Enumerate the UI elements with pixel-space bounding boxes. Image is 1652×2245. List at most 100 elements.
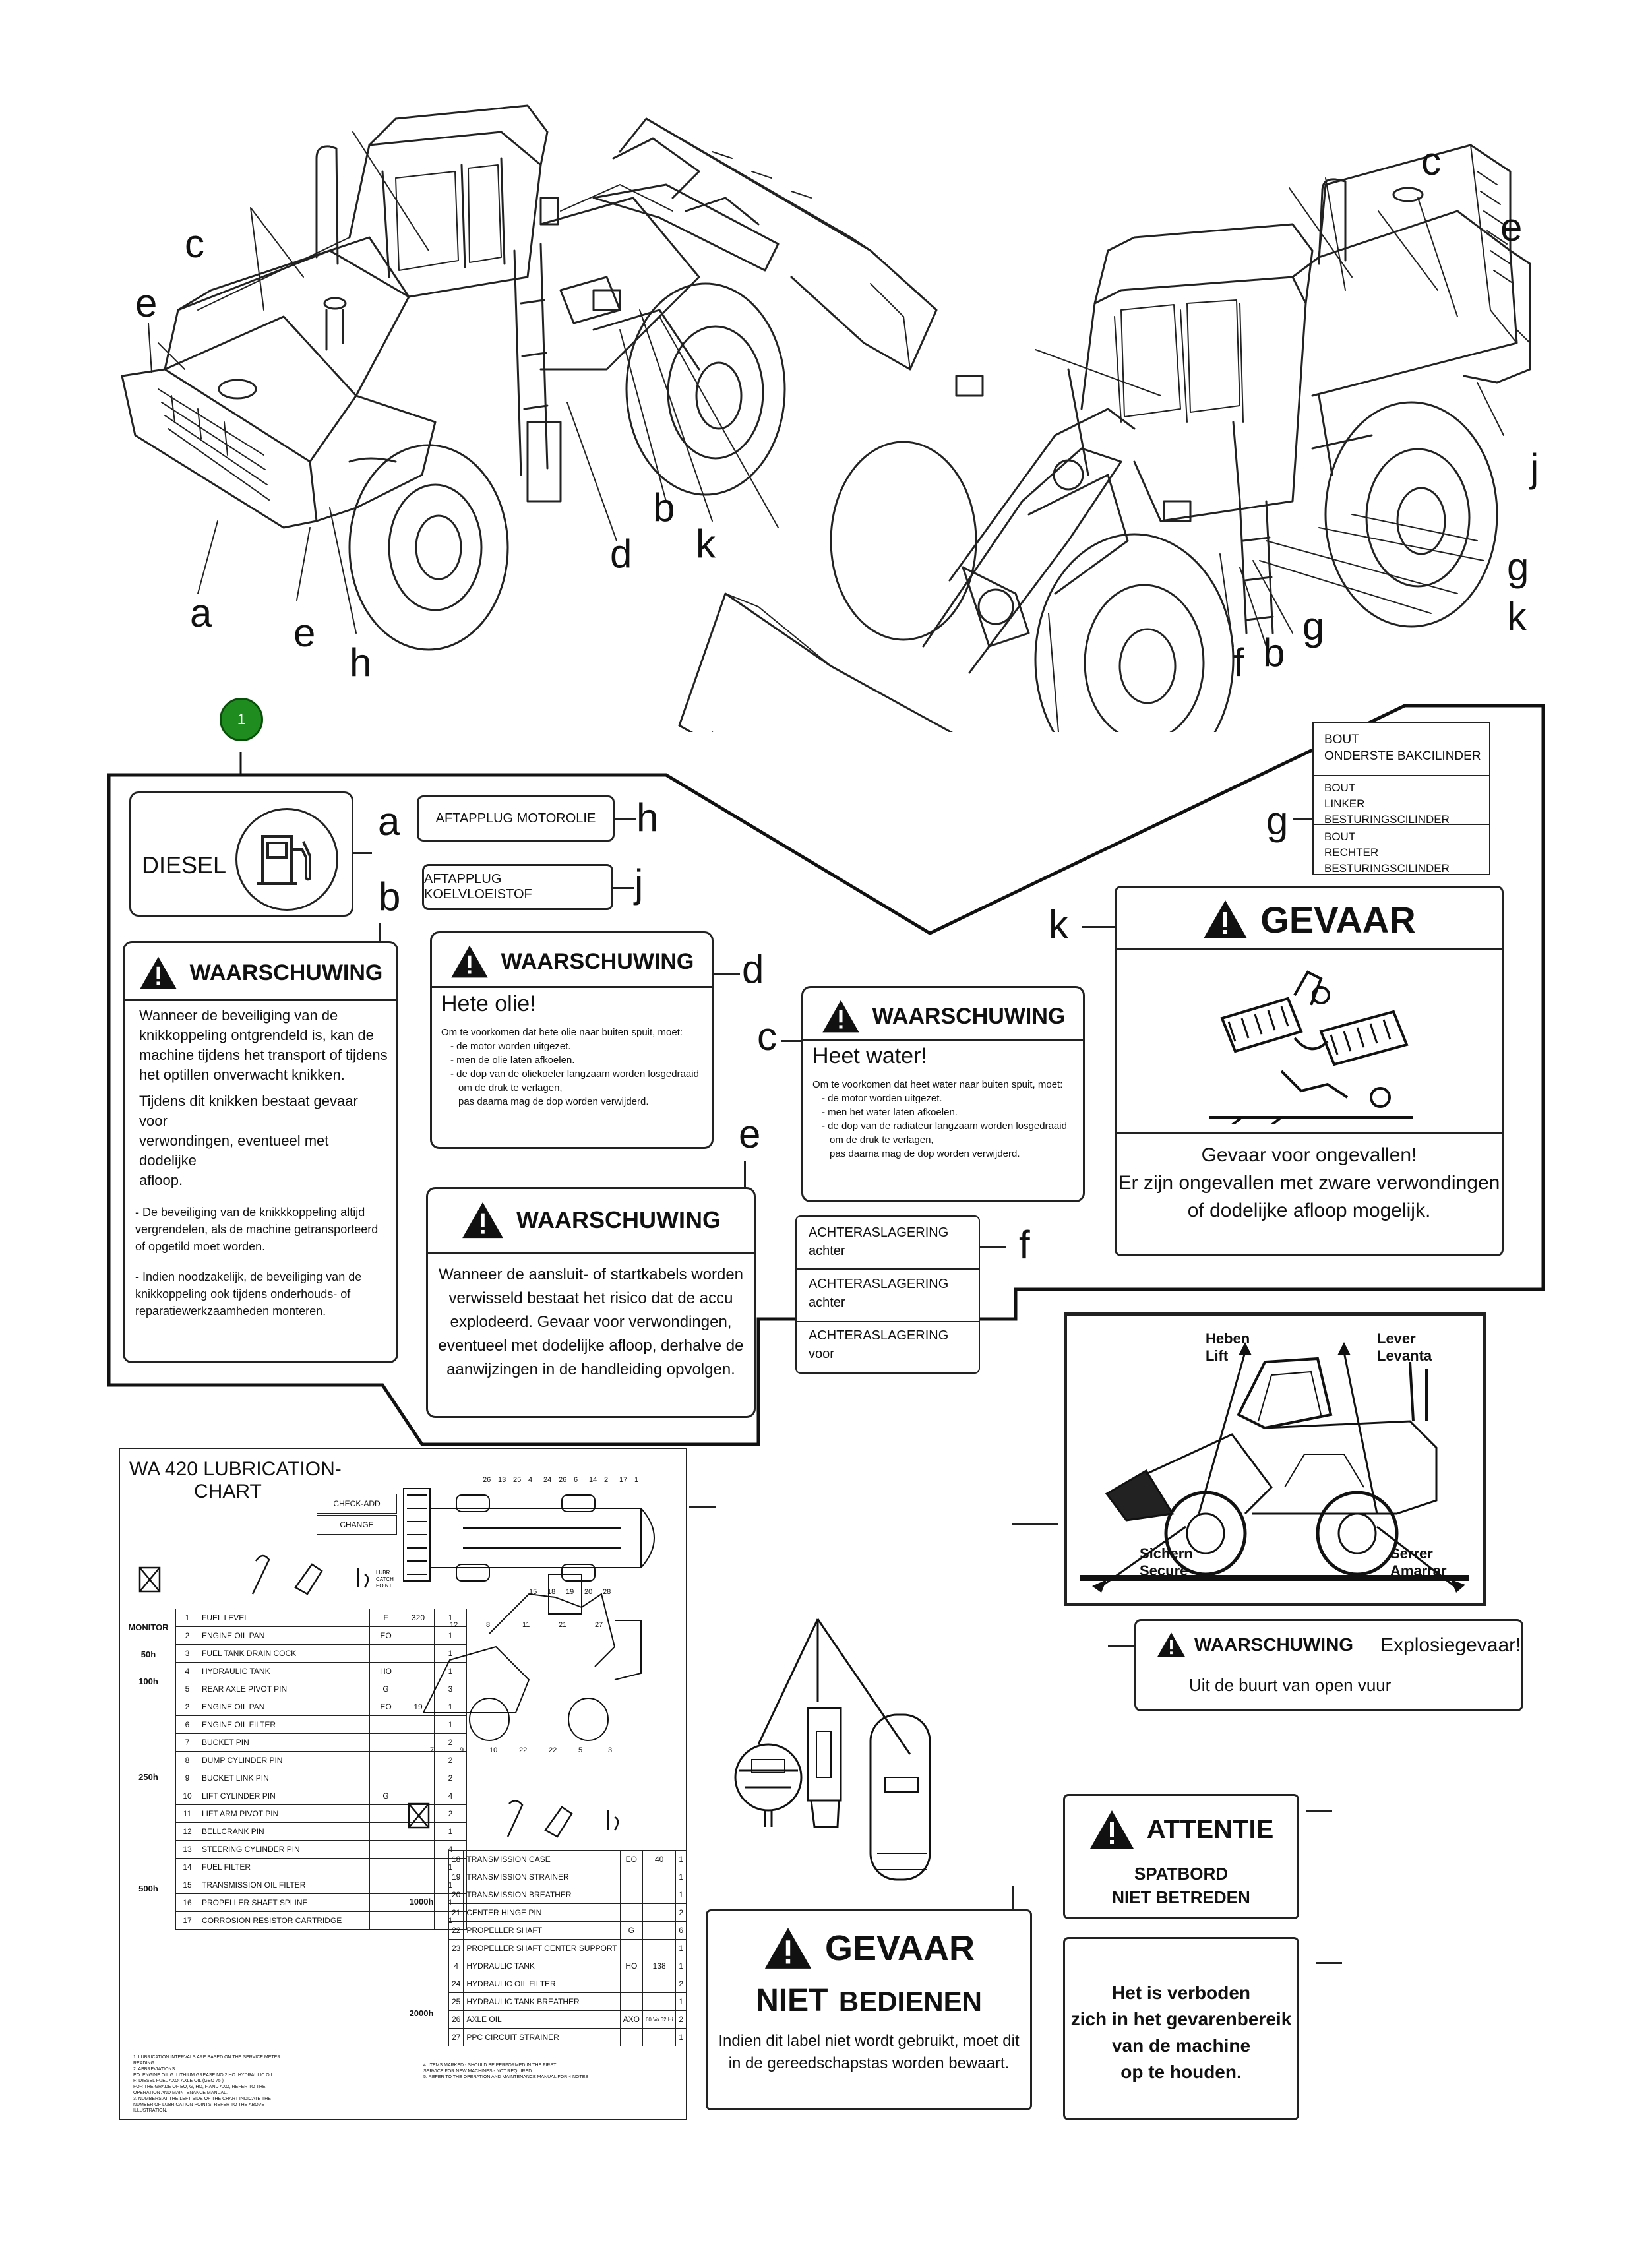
interval-2000h: 2000h [396, 1970, 447, 2056]
lube-left-cell: 1 [175, 1609, 199, 1627]
verboden-gevarenbereik-label: Het is verboden zich in het gevarenberei… [1063, 1937, 1299, 2120]
d-line-5: om de druk te verlagen, [458, 1082, 563, 1093]
lube-note-left-line: OPERATION AND MAINTENANCE MANUAL. [133, 2091, 228, 2095]
label-letter-k: k [1049, 902, 1068, 946]
lube-right-cell [619, 1886, 643, 1904]
lift-secure: Secure [1140, 1562, 1188, 1579]
lube-note-left-line: 1. LUBRICATION INTERVALS ARE BASED ON TH… [133, 2055, 281, 2060]
g-row2-b: LINKER BESTURINGSCILINDER [1324, 797, 1450, 826]
b-bullet1-3: of opgetild moet worden. [135, 1240, 266, 1253]
label-letter-g: g [1266, 799, 1289, 843]
lube-left-cell [402, 1858, 435, 1876]
g-bout-label: BOUT ONDERSTE BAKCILINDER BOUT LINKER BE… [1312, 722, 1490, 875]
verboden-line-3: van de machine [1111, 2035, 1251, 2056]
lube-right-cell: 1 [675, 1992, 687, 2011]
lube-right-cell: 27 [448, 2028, 464, 2046]
lube-left-cell: 3 [175, 1644, 199, 1663]
lube-right-cell [642, 2028, 677, 2046]
lube-left-cell: BUCKET PIN [199, 1733, 370, 1752]
lube-bottom-number: 20 [584, 1588, 592, 1596]
explosion-text: Uit de buurt van open vuur [1189, 1675, 1392, 1695]
d-line-4: - de dop van de oliekoeler langzaam word… [450, 1068, 699, 1080]
label-letter-a: a [378, 799, 400, 844]
lift-heben: Heben [1206, 1330, 1250, 1347]
lube-top-number: 6 [574, 1476, 578, 1484]
lube-top-number: 14 [589, 1476, 597, 1484]
lube-right-cell [642, 1975, 677, 1993]
interval-1000h: 1000h [396, 1850, 447, 1953]
niet-bedienen-line-1: Indien dit label niet wordt gebruikt, mo… [718, 2032, 1020, 2050]
lube-top-number: 26 [559, 1476, 566, 1484]
lube-left-cell [402, 1680, 435, 1698]
b-p1-1: Wanneer de beveiliging van de [139, 1007, 338, 1024]
b-p1-3: machine tijdens het transport of tijdens [139, 1047, 388, 1063]
attentie-line-2: NIET BETREDEN [1112, 1888, 1250, 1907]
d-title: Hete olie! [441, 991, 536, 1016]
lube-left-cell: 10 [175, 1787, 199, 1805]
lube-side-number: 9 [460, 1746, 464, 1754]
lube-right-cell: TRANSMISSION STRAINER [463, 1868, 621, 1886]
lube-right-cell [619, 1975, 643, 1993]
label-group-outline [107, 704, 1545, 1446]
lube-right-cell: AXLE OIL [463, 2010, 621, 2029]
fuel-pump-icon [235, 808, 338, 911]
lube-right-cell: HYDRAULIC OIL FILTER [463, 1975, 621, 1993]
f-row3-b: voor [809, 1347, 834, 1361]
left-letter-c: c [185, 222, 204, 266]
warning-triangle-icon [1089, 1810, 1134, 1849]
b-bullet1-1: - De beveiliging van de knikkkoppeling a… [135, 1206, 365, 1219]
c-header: WAARSCHUWING [872, 1003, 1066, 1029]
lube-left-cell: 6 [175, 1715, 199, 1734]
lube-symbols-header: LUBR. CATCH POINT [138, 1554, 394, 1595]
lube-left-cell: 14 [175, 1858, 199, 1876]
lube-right-cell: 19 [448, 1868, 464, 1886]
h-label-text: AFTAPPLUG MOTOROLIE [435, 811, 596, 826]
b-bullet2-2: knikkoppeling ook tijdens onderhouds- of [135, 1287, 351, 1301]
lube-left-cell: 1 [434, 1609, 467, 1627]
label-letter-j: j [634, 861, 644, 906]
lube-left-cell: CORROSION RESISTOR CARTRIDGE [199, 1911, 370, 1930]
niet-bedienen-big2: BEDIENEN [838, 1986, 982, 2017]
lube-left-cell: 1 [434, 1626, 467, 1645]
lube-title-1: WA 420 LUBRICATION- [129, 1458, 342, 1480]
lube-left-cell: ENGINE OIL FILTER [199, 1715, 370, 1734]
interval-100h-text: 100h [138, 1676, 158, 1686]
lube-top-number: 4 [528, 1476, 532, 1484]
lube-right-cell [642, 1868, 677, 1886]
lube-right-cell [642, 1903, 677, 1922]
lube-left-cell [369, 1822, 402, 1841]
b-bullet2-3: reparatiewerkzaamheden monteren. [135, 1305, 326, 1318]
lube-symbols-header-right [408, 1800, 619, 1838]
label-letter-b: b [379, 875, 401, 919]
e-line-2: verwisseld bestaat het risico dat de acc… [448, 1289, 733, 1307]
lube-right-cell: 26 [448, 2010, 464, 2029]
g-row2-a: BOUT [1324, 782, 1356, 794]
warning-triangle-icon [450, 945, 488, 978]
right-letter-g: g [1507, 545, 1529, 589]
left-letter-b: b [653, 485, 675, 530]
lube-right-cell [619, 2028, 643, 2046]
lube-right-cell [642, 1886, 677, 1904]
diesel-label: DIESEL [129, 791, 353, 917]
lube-right-cell [642, 1992, 677, 2011]
lube-notes-left: 1. LUBRICATION INTERVALS ARE BASED ON TH… [133, 2054, 397, 2114]
interval-monitor: MONITOR [123, 1610, 174, 1644]
lube-left-cell: 7 [175, 1733, 199, 1752]
warning-triangle-icon [139, 956, 177, 989]
callout-number[interactable]: 1 [220, 698, 263, 741]
callout-number-text: 1 [237, 711, 246, 727]
lube-right-cell: 25 [448, 1992, 464, 2011]
right-letter-f: f [1233, 640, 1244, 685]
lube-left-cell: LIFT CYLINDER PIN [199, 1787, 370, 1805]
lube-side-number: 7 [430, 1746, 434, 1754]
lube-left-cell: DUMP CYLINDER PIN [199, 1751, 370, 1769]
lube-left-cell [369, 1911, 402, 1930]
